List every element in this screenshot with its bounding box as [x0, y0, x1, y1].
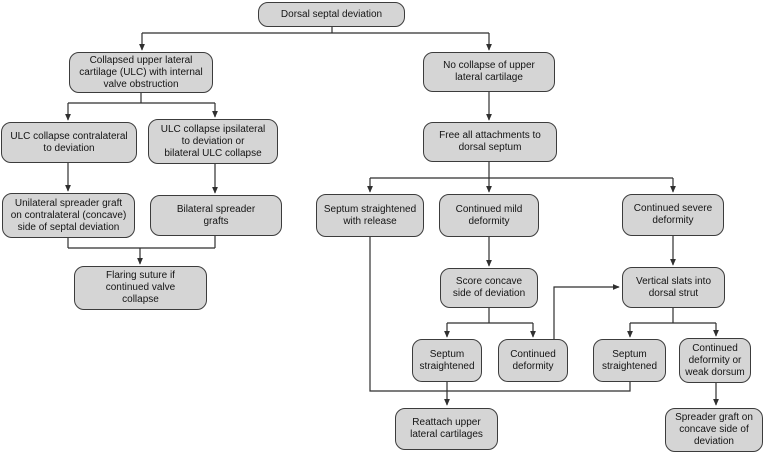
node-continued-deformity: Continued deformity: [498, 339, 568, 382]
edge-straightened-converge-line: [369, 237, 631, 392]
node-reattach-upper-lateral-cartilages: Reattach upper lateral cartilages: [395, 408, 498, 450]
node-unilateral-spreader-graft: Unilateral spreader graft on contralater…: [2, 193, 135, 238]
node-ulc-collapse-contralateral: ULC collapse contralateral to deviation: [1, 122, 137, 163]
node-flaring-suture: Flaring suture if continued valve collap…: [74, 266, 207, 310]
node-score-concave-side: Score concave side of deviation: [440, 268, 538, 308]
edge-free-attachments-split: [367, 162, 676, 193]
edge-score-concave-split: [444, 308, 536, 338]
node-continued-deformity-weak-dorsum: Continued deformity or weak dorsum: [679, 338, 751, 383]
node-no-collapse-ulc: No collapse of upper lateral cartilage: [423, 52, 555, 92]
node-septum-straightened-mild: Septum straightened: [412, 339, 482, 382]
node-bilateral-spreader-grafts: Bilateral spreader grafts: [150, 195, 282, 236]
edge-grafts-to-flaring-suture: [67, 236, 216, 265]
node-vertical-slats: Vertical slats into dorsal strut: [622, 267, 725, 308]
edge-continued-deformity-to-vertical-slats: [553, 284, 620, 339]
node-continued-severe-deformity: Continued severe deformity: [622, 194, 724, 236]
edge-collapsed-ulc-split: [65, 93, 218, 121]
node-ulc-collapse-ipsilateral: ULC collapse ipsilateral to deviation or…: [148, 119, 278, 164]
node-spreader-graft-concave-side: Spreader graft on concave side of deviat…: [665, 408, 763, 452]
node-continued-mild-deformity: Continued mild deformity: [439, 194, 539, 237]
edge-vertical-slats-split: [627, 308, 719, 338]
node-collapsed-ulc: Collapsed upper lateral cartilage (ULC) …: [69, 52, 213, 93]
node-dorsal-septal-deviation: Dorsal septal deviation: [258, 2, 405, 27]
node-septum-straightened-with-release: Septum straightened with release: [316, 194, 424, 237]
edge-root-split: [139, 26, 492, 51]
node-free-all-attachments: Free all attachments to dorsal septum: [423, 122, 557, 162]
node-septum-straightened-severe: Septum straightened: [593, 339, 666, 382]
